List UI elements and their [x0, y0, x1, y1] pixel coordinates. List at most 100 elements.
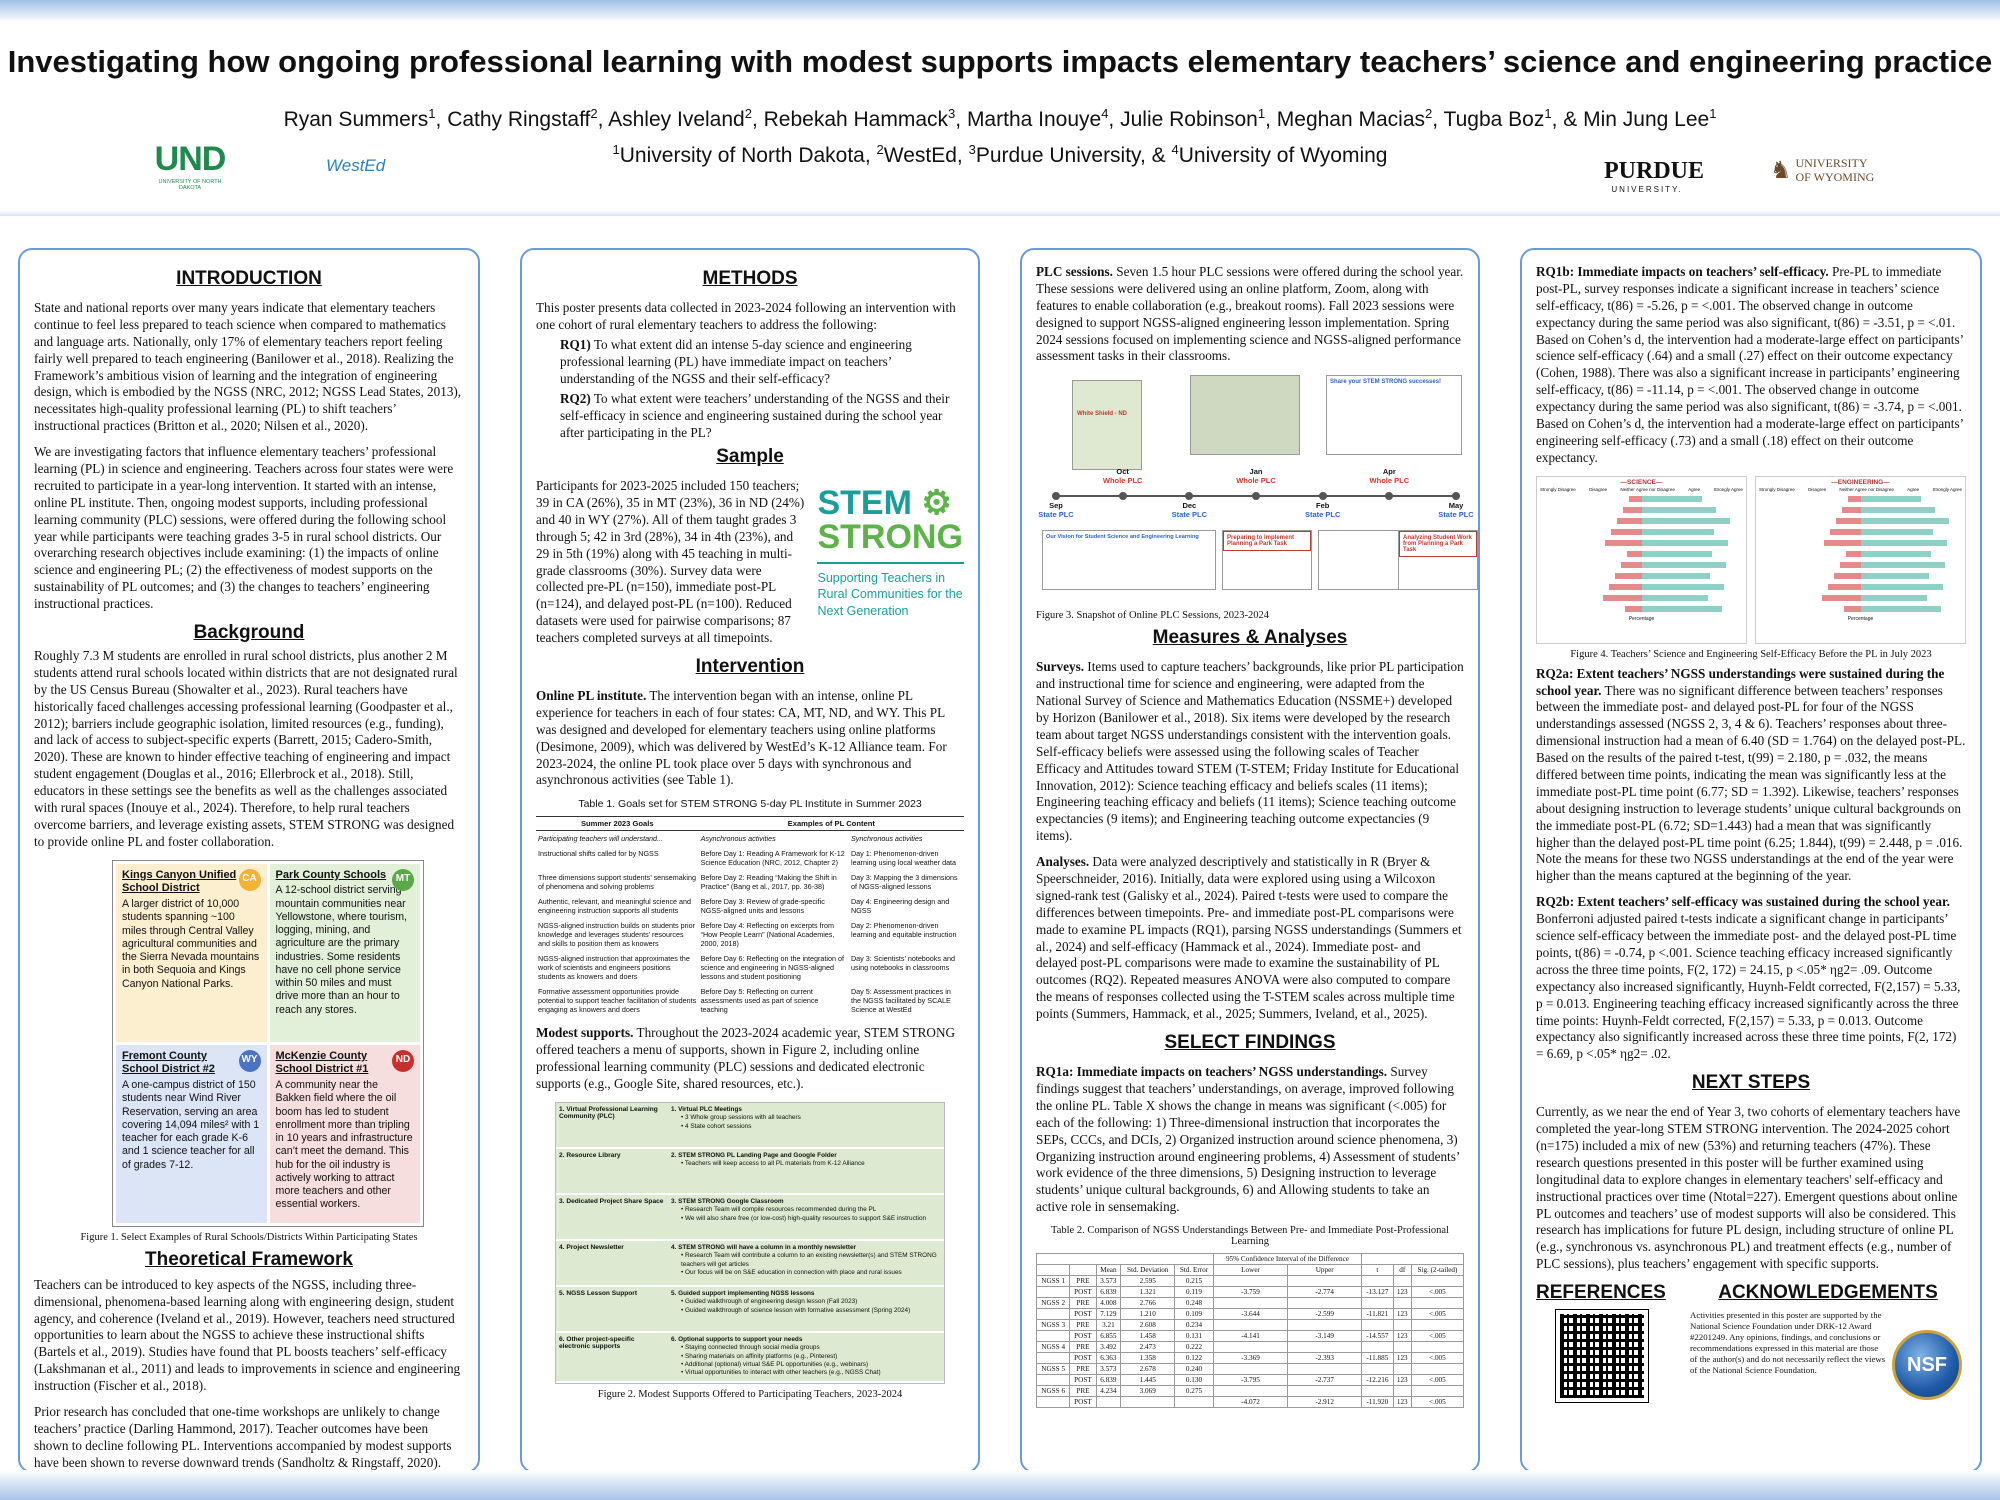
- stem-strong-logo: STEM ⚙ STRONG Supporting Teachers in Rur…: [817, 478, 964, 656]
- table-cell: 0.222: [1174, 1341, 1214, 1354]
- rq2a-paragraph: RQ2a: Extent teachers’ NGSS understandin…: [1536, 666, 1966, 886]
- modest-supports-paragraph: Modest supports. Throughout the 2023-202…: [536, 1025, 964, 1093]
- table-row: Three dimensions support students’ sense…: [536, 870, 964, 894]
- table-cell: [1212, 1297, 1289, 1310]
- author-affil-sup: 3: [948, 106, 956, 121]
- table-cell: 2.595: [1120, 1275, 1176, 1288]
- affil-sup: 3: [968, 142, 976, 157]
- table-cell: [1174, 1396, 1214, 1409]
- table-cell: POST: [1069, 1374, 1097, 1387]
- disagree-bar: [1611, 528, 1642, 535]
- wyoming-logo-sub: OF WYOMING: [1795, 169, 1875, 184]
- nsf-logo-text: NSF: [1907, 1353, 1947, 1376]
- agree-bar: [1860, 605, 1941, 612]
- column-2: METHODS This poster presents data collec…: [520, 248, 980, 1473]
- plc-thumb-6: [1318, 530, 1406, 591]
- theoretical-framework-heading: Theoretical Framework: [144, 1248, 354, 1270]
- table-cell: NGSS-aligned instruction builds on stude…: [538, 921, 696, 949]
- state-badge: CA: [238, 868, 261, 891]
- table-cell: [1035, 1396, 1071, 1409]
- table-cell: [1410, 1297, 1465, 1310]
- table-cell: 2.608: [1120, 1319, 1176, 1332]
- table-cell: 1.210: [1120, 1308, 1176, 1321]
- wyoming-logo: ♞ UNIVERSITY OF WYOMING: [1770, 156, 1874, 185]
- author-name: Cathy Ringstaff: [447, 108, 591, 131]
- disagree-bar: [1828, 583, 1861, 590]
- support-category: 5. NGSS Lesson Support: [559, 1289, 638, 1297]
- table-cell: 6.839: [1095, 1374, 1122, 1387]
- t1-sub-2: Synchronous activities: [850, 834, 923, 844]
- table-cell: POST: [1069, 1352, 1097, 1365]
- table-cell: NGSS 5: [1035, 1363, 1071, 1376]
- timeline-session-type: Whole PLC: [1102, 476, 1143, 486]
- table-cell: 6.839: [1095, 1286, 1122, 1299]
- table-cell: -3.644: [1212, 1308, 1289, 1321]
- table-cell: Day 2: Phenomenon-driven learning and eq…: [850, 921, 957, 940]
- qr-code[interactable]: [1555, 1309, 1649, 1404]
- state-badge: ND: [392, 1049, 414, 1072]
- table-cell: 7.129: [1095, 1308, 1122, 1321]
- disagree-bar: [1627, 550, 1642, 557]
- table-cell: 0.130: [1174, 1374, 1214, 1387]
- table-cell: 0.248: [1174, 1297, 1214, 1310]
- state-badge: MT: [392, 868, 414, 891]
- timeline-dot: [1052, 492, 1060, 501]
- table-cell: POST: [1069, 1286, 1097, 1299]
- und-logo-text: UND: [154, 140, 227, 178]
- school-name: Park County Schools: [275, 868, 387, 881]
- table-cell: [1287, 1341, 1363, 1354]
- t2-blank: [1036, 1253, 1214, 1266]
- support-details: 6. Optional supports to support your nee…: [671, 1335, 881, 1377]
- school-description: A larger district of 10,000 students spa…: [122, 898, 260, 990]
- disagree-bar: [1848, 495, 1861, 502]
- disagree-bar: [1617, 517, 1642, 524]
- table-cell: [1392, 1341, 1412, 1354]
- support-category: 1. Virtual Professional Learning Communi…: [559, 1105, 658, 1120]
- efficacy-bar-row: [1541, 572, 1742, 581]
- table-cell: Before Day 2: Reading “Making the Shift …: [700, 873, 837, 892]
- und-logo-sub: UNIVERSITY OF NORTH DAKOTA: [158, 179, 222, 191]
- refs-ack-block: REFERENCES ACKNOWLEDGEMENTS Activities p…: [1536, 1282, 1966, 1404]
- affil-sup: 4: [1171, 142, 1179, 157]
- author-affil-sup: 1: [428, 106, 436, 121]
- analyses-text: Data were analyzed descriptively and sta…: [1036, 854, 1462, 1022]
- timeline-dot: [1118, 492, 1127, 501]
- school-description: A one-campus district of 150 students ne…: [122, 1079, 260, 1171]
- table-cell: [1212, 1385, 1289, 1398]
- efficacy-bar-row: [1760, 495, 1961, 504]
- efficacy-bar-row: [1760, 605, 1961, 614]
- intervention-paragraph: Online PL institute. The intervention be…: [536, 688, 964, 789]
- table-cell: [1392, 1297, 1412, 1310]
- timeline-month: Dec: [1182, 501, 1197, 511]
- table-cell: 123: [1392, 1308, 1412, 1321]
- table-header-cell: [1069, 1264, 1097, 1277]
- table-cell: PRE: [1069, 1297, 1097, 1310]
- t1-col-goals: Summer 2023 Goals: [536, 816, 699, 832]
- table-cell: 0.234: [1174, 1319, 1214, 1332]
- table-header-cell: [1035, 1264, 1071, 1277]
- wyoming-logo-text: UNIVERSITY: [1795, 156, 1868, 171]
- support-category: 4. Project Newsletter: [559, 1243, 624, 1251]
- methods-intro: This poster presents data collected in 2…: [536, 300, 956, 332]
- disagree-bar: [1822, 594, 1861, 601]
- school-description: A 12-school district serving mountain co…: [275, 884, 408, 1016]
- affiliation-list: 1University of North Dakota, 2WestEd, 3P…: [612, 142, 1388, 167]
- disagree-bar: [1840, 561, 1861, 568]
- table-cell: Before Day 4: Reflecting on excerpts fro…: [700, 921, 835, 949]
- school-description: A community near the Bakken field where …: [275, 1079, 413, 1211]
- header-divider: [0, 210, 2000, 216]
- disagree-bar: [1844, 605, 1861, 612]
- timeline-dot: [1252, 492, 1260, 501]
- agree-bar: [1860, 495, 1921, 502]
- agree-bar: [1860, 561, 1945, 568]
- affil-name: University of North Dakota: [619, 144, 865, 167]
